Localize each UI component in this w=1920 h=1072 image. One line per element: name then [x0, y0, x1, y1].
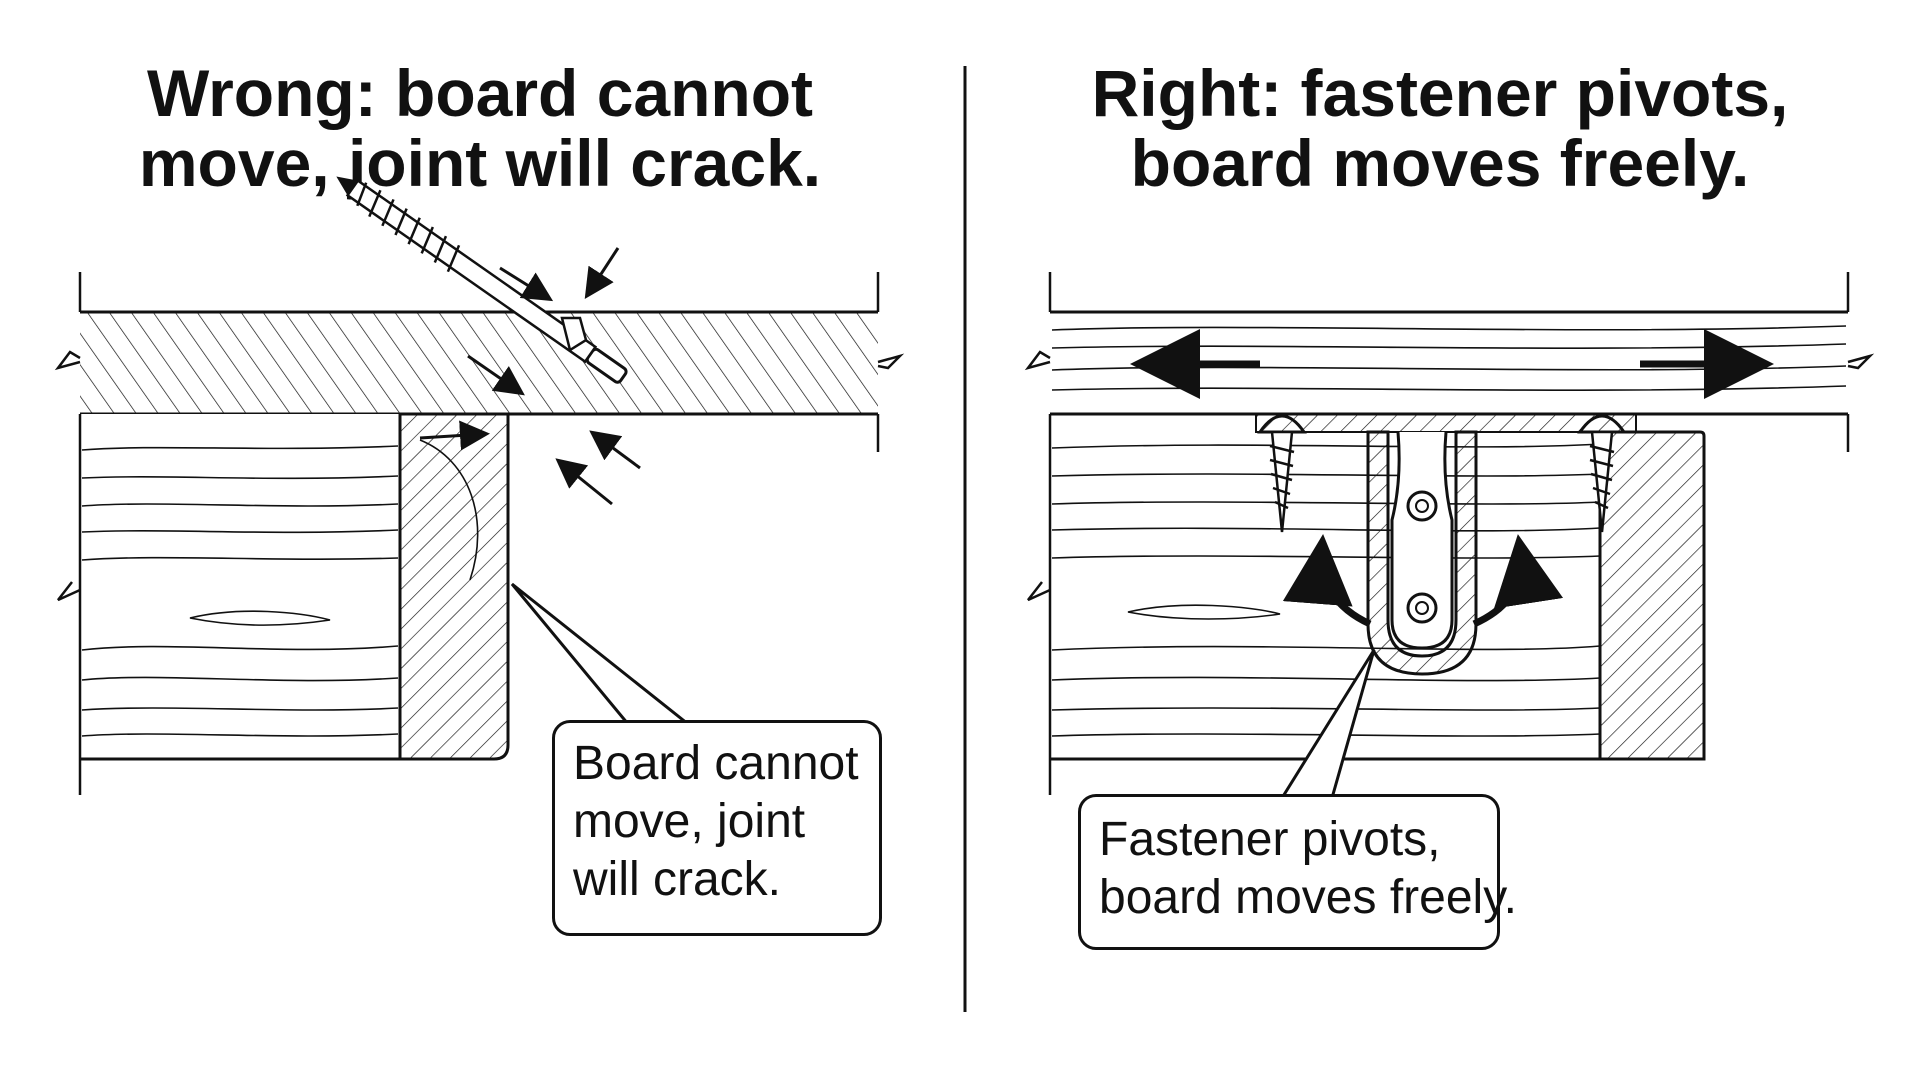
right-callout: Fastener pivots, board moves freely. [1078, 794, 1517, 950]
right-title-line-2: board moves freely. [1130, 126, 1750, 200]
right-callout-line-1: Fastener pivots, [1099, 813, 1441, 866]
wrong-title-line-2: move, joint will crack. [138, 126, 822, 200]
wrong-callout-line-1: Board cannot [573, 737, 859, 790]
apron-board [57, 414, 400, 795]
cleat-block [398, 412, 510, 761]
wrong-panel: Wrong: board cannot move, joint will cra… [0, 58, 960, 936]
wrong-callout-leader [510, 582, 693, 726]
wrong-title: Wrong: board cannot move, joint will cra… [0, 58, 960, 198]
pivot-clip-icon [1255, 413, 1637, 676]
wrong-callout-line-2: move, joint [573, 795, 806, 848]
right-title: Right: fastener pivots, board moves free… [960, 58, 1920, 198]
right-title-line-1: Right: fastener pivots, [1091, 56, 1789, 130]
cleat-block [1598, 430, 1706, 761]
angled-screw [336, 176, 628, 384]
wrong-title-line-1: Wrong: board cannot [146, 56, 814, 130]
stress-arrow-icon [419, 247, 641, 506]
wrong-joint-drawing [54, 176, 905, 795]
right-callout-leader [1279, 649, 1376, 800]
wrong-callout: Board cannot move, joint will crack. [552, 720, 882, 936]
wrong-callout-line-3: will crack. [573, 853, 782, 906]
pivot-arrow-icon [1282, 534, 1564, 628]
right-panel: Right: fastener pivots, board moves free… [960, 0, 1920, 1072]
right-callout-line-2: board moves freely. [1099, 871, 1517, 924]
right-joint-drawing [1024, 272, 1875, 800]
